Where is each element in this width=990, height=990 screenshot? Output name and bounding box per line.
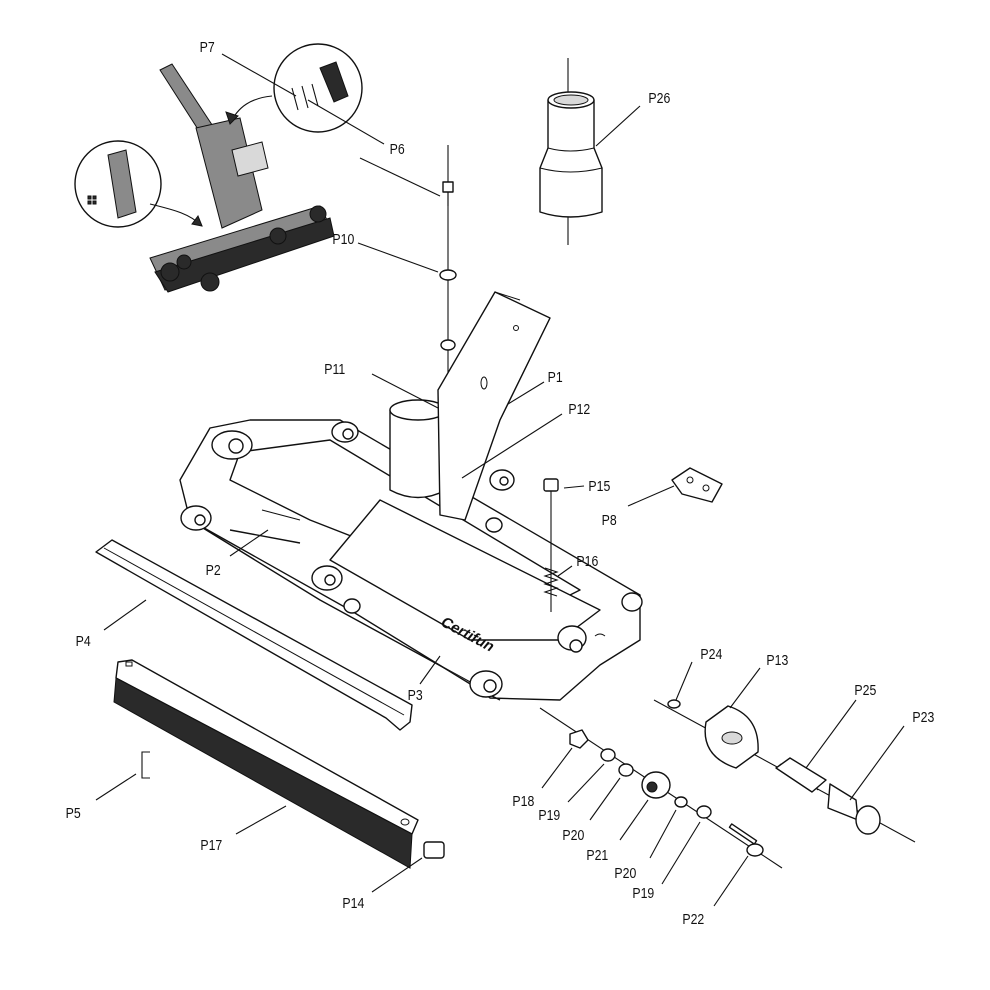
label-p20-a: P20 [562,827,584,843]
label-p8: P8 [602,512,617,528]
label-p18: P18 [512,793,534,809]
label-p21: P21 [586,847,608,863]
label-p11: P11 [324,361,345,377]
label-p19-a: P19 [538,807,560,823]
label-p6: P6 [390,141,405,157]
label-p4: P4 [76,633,91,649]
axle-assembly [539,707,783,869]
label-p14: P14 [342,895,364,911]
label-p19-b: P19 [632,885,654,901]
label-p2: P2 [206,562,221,578]
leader-lines [95,53,905,907]
label-p15: P15 [588,478,610,494]
label-p26: P26 [648,90,670,106]
label-p3: P3 [408,687,423,703]
label-p23: P23 [912,709,934,725]
part-labels: P7 P6 P26 P10 P11 P1 P12 P15 P8 P16 P2 P… [66,39,935,927]
label-p16: P16 [576,553,598,569]
part-brush-strip [113,659,419,869]
label-p7: P7 [200,39,215,55]
label-p17: P17 [200,837,222,853]
part-plate [671,467,723,503]
vacuum-head-body: Certifun [179,291,643,701]
label-p24: P24 [700,646,722,662]
part-hose-adapter [539,58,603,245]
label-p1: P1 [548,369,563,385]
label-p13: P13 [766,652,788,668]
detail-circle-left [74,140,203,228]
detail-circle-right [225,43,363,133]
wheels [180,421,643,698]
part-screw-spring [543,478,606,637]
label-p20-b: P20 [614,865,636,881]
roller-assembly [653,699,916,843]
label-p25: P25 [854,682,876,698]
label-p12: P12 [568,401,590,417]
part-clip [141,751,150,779]
label-p5: P5 [66,805,81,821]
part-side-strip [95,539,413,731]
assembled-vacuum-illustration [149,63,335,293]
label-p10: P10 [332,231,354,247]
label-p22: P22 [682,911,704,927]
part-end-cap [423,841,445,859]
